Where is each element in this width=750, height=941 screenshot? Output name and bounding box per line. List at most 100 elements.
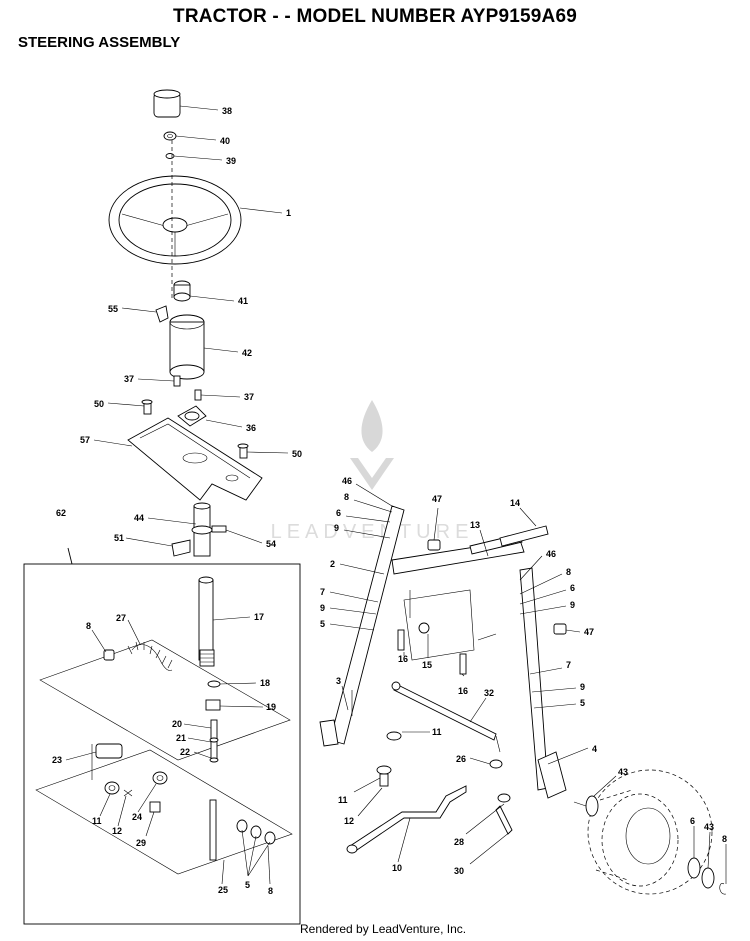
callout-36: 36	[246, 423, 256, 433]
part-15-bushing	[418, 622, 430, 634]
callout-11-inset: 11	[92, 816, 102, 826]
part-8-bushing-inset	[103, 649, 115, 661]
callout-8-axle-right: 8	[566, 567, 571, 577]
part-23-pivot-shaft	[91, 743, 123, 780]
callout-5-axle-right: 5	[580, 698, 585, 708]
part-57-steering-plate	[127, 417, 263, 501]
callout-29: 29	[136, 838, 146, 848]
callout-43-outer: 43	[704, 822, 714, 832]
part-29-nut	[149, 801, 161, 813]
part-5-washers-inset	[236, 819, 276, 845]
part-11-bearing-upper	[386, 731, 402, 741]
callout-28: 28	[454, 837, 464, 847]
callout-3: 3	[336, 676, 341, 686]
callout-62: 62	[56, 508, 66, 518]
page-title: TRACTOR - - MODEL NUMBER AYP9159A69	[173, 6, 577, 27]
part-37-bolt-right	[194, 389, 202, 401]
front-wheel-tire	[587, 769, 713, 895]
callout-37-left: 37	[124, 374, 134, 384]
callout-40: 40	[220, 136, 230, 146]
callout-38: 38	[222, 106, 232, 116]
callout-24: 24	[132, 812, 142, 822]
part-1-steering-wheel	[108, 140, 242, 300]
callout-47-upper: 47	[432, 494, 442, 504]
part-39-washer	[165, 153, 175, 159]
callout-54: 54	[266, 539, 276, 549]
callout-1: 1	[286, 208, 291, 218]
callout-43-inner: 43	[618, 767, 628, 777]
part-14-spindle-shaft	[499, 525, 549, 547]
callout-26: 26	[456, 754, 466, 764]
part-50-bolt-right	[237, 443, 249, 459]
callout-51: 51	[114, 533, 124, 543]
callout-42: 42	[242, 348, 252, 358]
callout-46-right: 46	[546, 549, 556, 559]
callout-22: 22	[180, 747, 190, 757]
callout-8-wheel: 8	[722, 834, 727, 844]
callout-12-inset: 12	[112, 826, 122, 836]
callout-6-wheel: 6	[690, 816, 695, 826]
callout-6-axle-right: 6	[570, 583, 575, 593]
part-38-steering-cap	[153, 89, 181, 118]
callout-11-right-upper: 11	[432, 727, 442, 737]
part-20-21-22-bolt-stack	[209, 719, 219, 763]
callout-4: 4	[592, 744, 597, 754]
part-47-bolt-lower	[553, 623, 567, 635]
part-16-spacer-right	[459, 633, 497, 675]
part-11-bearing-lower	[376, 765, 392, 787]
part-55-pin	[155, 305, 169, 323]
part-47-bolt-upper	[427, 539, 441, 551]
callout-9-axle-right: 9	[580, 682, 585, 692]
part-6-cap	[687, 857, 701, 879]
callout-41: 41	[238, 296, 248, 306]
part-18-washer	[207, 680, 221, 688]
flame-icon	[361, 400, 383, 452]
part-37-bolt-left	[173, 375, 181, 387]
part-36-bushing	[177, 405, 207, 427]
callout-47-lower: 47	[584, 627, 594, 637]
callout-6-axle-left: 6	[336, 508, 341, 518]
callout-21: 21	[176, 733, 186, 743]
callout-labels: 38 40 39 1 55 41 42 37 37 50 36 57 50 62…	[52, 106, 727, 896]
callout-37-right: 37	[244, 392, 254, 402]
callout-18: 18	[260, 678, 270, 688]
callout-19: 19	[266, 702, 276, 712]
part-10-drag-link	[346, 785, 467, 854]
part-44-lower-column	[191, 502, 213, 557]
callout-9-axle-left-top: 9	[334, 523, 339, 533]
part-3-spindle-left	[319, 690, 353, 747]
callout-7-axle-left: 7	[320, 587, 325, 597]
callout-5-inset: 5	[245, 880, 250, 890]
part-42-column-tube	[169, 314, 205, 380]
callout-10: 10	[392, 863, 402, 873]
callout-55: 55	[108, 304, 118, 314]
callout-5-axle-left: 5	[320, 619, 325, 629]
part-4-spindle-right	[537, 751, 567, 799]
part-17-steering-shaft	[198, 576, 215, 667]
part-32-tie-rod	[391, 681, 501, 753]
part-27-gear-spring	[127, 641, 173, 671]
callout-9-axle-left: 9	[320, 603, 325, 613]
callout-50-left: 50	[94, 399, 104, 409]
callout-44: 44	[134, 513, 144, 523]
callout-27: 27	[116, 613, 126, 623]
footer-credit: Rendered by LeadVenture, Inc.	[300, 922, 467, 936]
callout-30: 30	[454, 866, 464, 876]
part-26-washer	[489, 759, 503, 769]
callout-16-right: 16	[458, 686, 468, 696]
callout-7-axle-right: 7	[566, 660, 571, 670]
part-54-bolt	[211, 525, 227, 533]
callout-13: 13	[470, 520, 480, 530]
callout-39: 39	[226, 156, 236, 166]
callout-32: 32	[484, 688, 494, 698]
part-25-bolt	[209, 799, 217, 861]
watermark-text: LEADVENTURE	[271, 521, 474, 543]
part-43-washer-outer	[701, 867, 715, 889]
part-41-adapter	[173, 280, 191, 302]
callout-46-left: 46	[342, 476, 352, 486]
part-43-washer-inner	[573, 795, 599, 817]
callout-9-axle-right-top: 9	[570, 600, 575, 610]
callout-50-right: 50	[292, 449, 302, 459]
leadventure-watermark: LEADVENTURE	[271, 400, 474, 543]
